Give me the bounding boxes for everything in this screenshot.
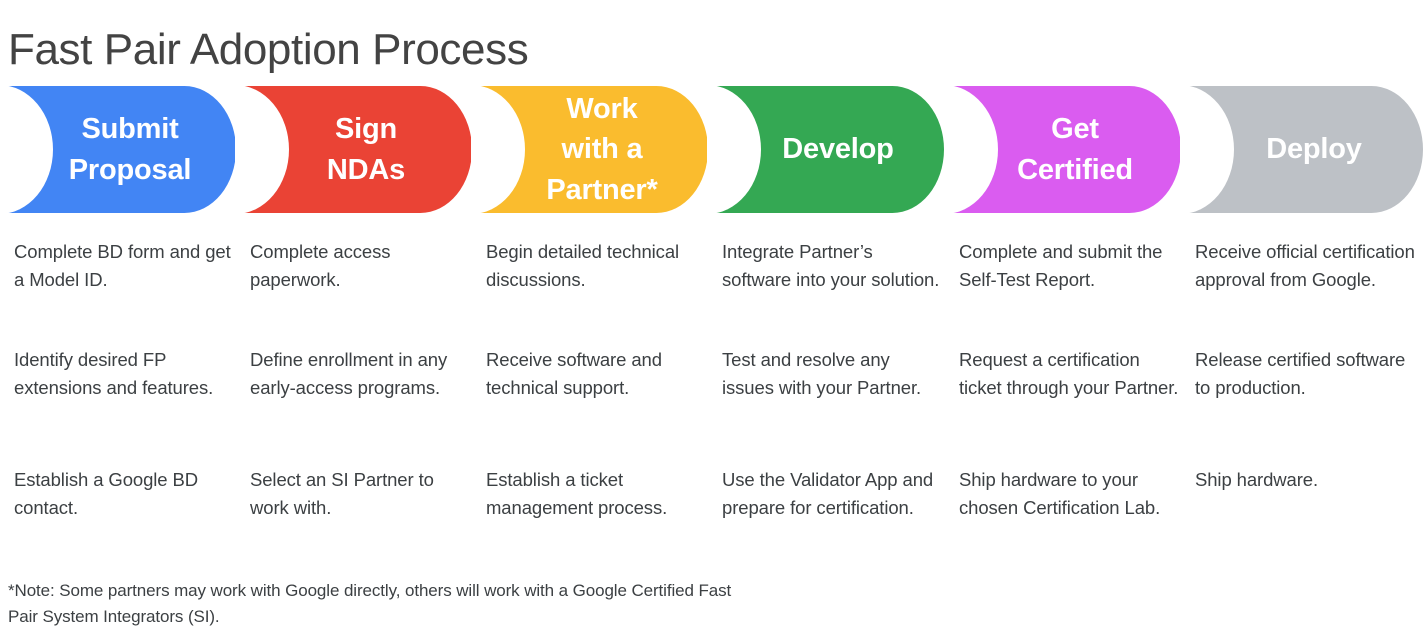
detail-item: Begin detailed technical discussions. — [486, 241, 680, 291]
stage-label: Submit Proposal — [68, 113, 192, 186]
stage-chevron-submit-proposal[interactable]: Submit Proposal — [0, 85, 236, 214]
stage-chevron-sign-ndas[interactable]: Sign NDAs — [235, 85, 472, 214]
page-title: Fast Pair Adoption Process — [8, 25, 529, 75]
detail-item: Establish a ticket management process. — [486, 469, 668, 519]
stage-chevron-deploy[interactable]: Deploy — [1180, 85, 1423, 214]
detail-item: Request a certification ticket through y… — [959, 349, 1179, 399]
stage-label: Deploy — [1266, 133, 1362, 166]
stage-label: Sign NDAs — [326, 113, 406, 186]
stage-label: Develop — [782, 133, 894, 166]
detail-item: Complete and submit the Self-Test Report… — [959, 241, 1163, 291]
detail-item: Ship hardware. — [1195, 469, 1319, 490]
stage-chevron-get-certified[interactable]: Get Certified — [944, 85, 1181, 214]
detail-item: Receive software and technical support. — [486, 349, 662, 399]
detail-item: Test and resolve any issues with your Pa… — [722, 349, 922, 399]
process-chevron-band: Submit Proposal Sign NDAs Work with a Pa… — [0, 85, 1423, 214]
detail-item: Identify desired FP extensions and featu… — [14, 349, 214, 399]
stage-label: Work with a Partner* — [546, 93, 658, 206]
stage-chevron-work-with-a-partner[interactable]: Work with a Partner* — [471, 85, 708, 214]
detail-item: Use the Validator App and prepare for ce… — [722, 469, 934, 519]
footnote: *Note: Some partners may work with Googl… — [8, 581, 732, 626]
detail-item: Define enrollment in any early-access pr… — [250, 349, 448, 399]
detail-item: Complete BD form and get a Model ID. — [14, 241, 231, 291]
stage-details-grid: Complete BD form and get a Model ID. Ide… — [0, 238, 1423, 558]
detail-item: Complete access paperwork. — [250, 241, 391, 291]
stage-chevron-develop[interactable]: Develop — [707, 85, 944, 214]
detail-item: Receive official certification approval … — [1195, 241, 1415, 291]
detail-item: Integrate Partner’s software into your s… — [722, 241, 940, 291]
detail-item: Establish a Google BD contact. — [14, 469, 199, 519]
detail-item: Select an SI Partner to work with. — [250, 469, 434, 519]
detail-item: Ship hardware to your chosen Certificati… — [959, 469, 1161, 519]
stage-label: Get Certified — [1017, 113, 1133, 186]
detail-item: Release certified software to production… — [1195, 349, 1406, 399]
